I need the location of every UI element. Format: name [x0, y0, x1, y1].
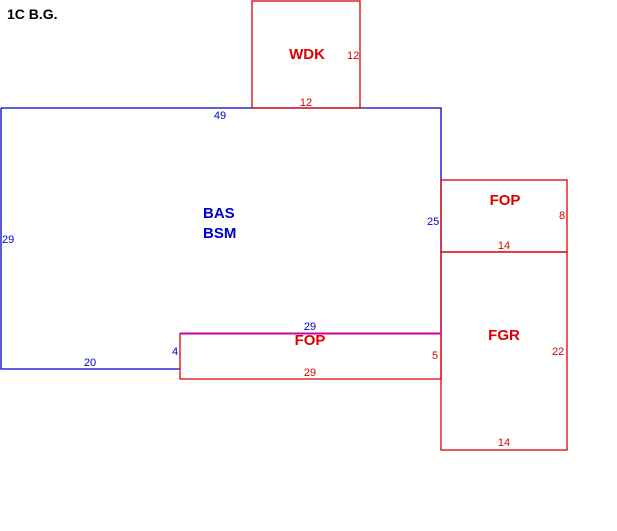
sketch-label: 1C B.G. [7, 6, 58, 22]
main-dim-right: 25 [427, 216, 439, 228]
fop-bottom-dim-right: 5 [432, 350, 438, 362]
main-dim-inner: 29 [304, 321, 316, 333]
main-area-code-2: BSM [203, 225, 236, 242]
main-dim-left: 29 [2, 234, 14, 246]
wdk-dim-right: 12 [347, 50, 359, 62]
wdk-dim-bottom: 12 [300, 97, 312, 109]
main-area-code-1: BAS [203, 205, 235, 222]
fgr-dim-right: 22 [552, 346, 564, 358]
main-dim-step: 4 [172, 346, 178, 358]
fgr-dim-bottom: 14 [498, 437, 510, 449]
fop-bottom-code: FOP [295, 332, 326, 349]
fop-right-dim-right: 8 [559, 210, 565, 222]
fgr-code: FGR [488, 327, 520, 344]
fgr-area-outline [440, 251, 568, 451]
fop-bottom-dim-bottom: 29 [304, 367, 316, 379]
fop-bottom-area-outline [179, 333, 442, 380]
main-dim-top: 49 [214, 110, 226, 122]
fop-right-dim-bottom: 14 [498, 240, 510, 252]
main-area-outline-left [0, 108, 180, 370]
fop-right-code: FOP [490, 192, 521, 209]
main-dim-bottom: 20 [84, 357, 96, 369]
wdk-area-outline [251, 0, 361, 109]
wdk-code: WDK [289, 46, 325, 63]
